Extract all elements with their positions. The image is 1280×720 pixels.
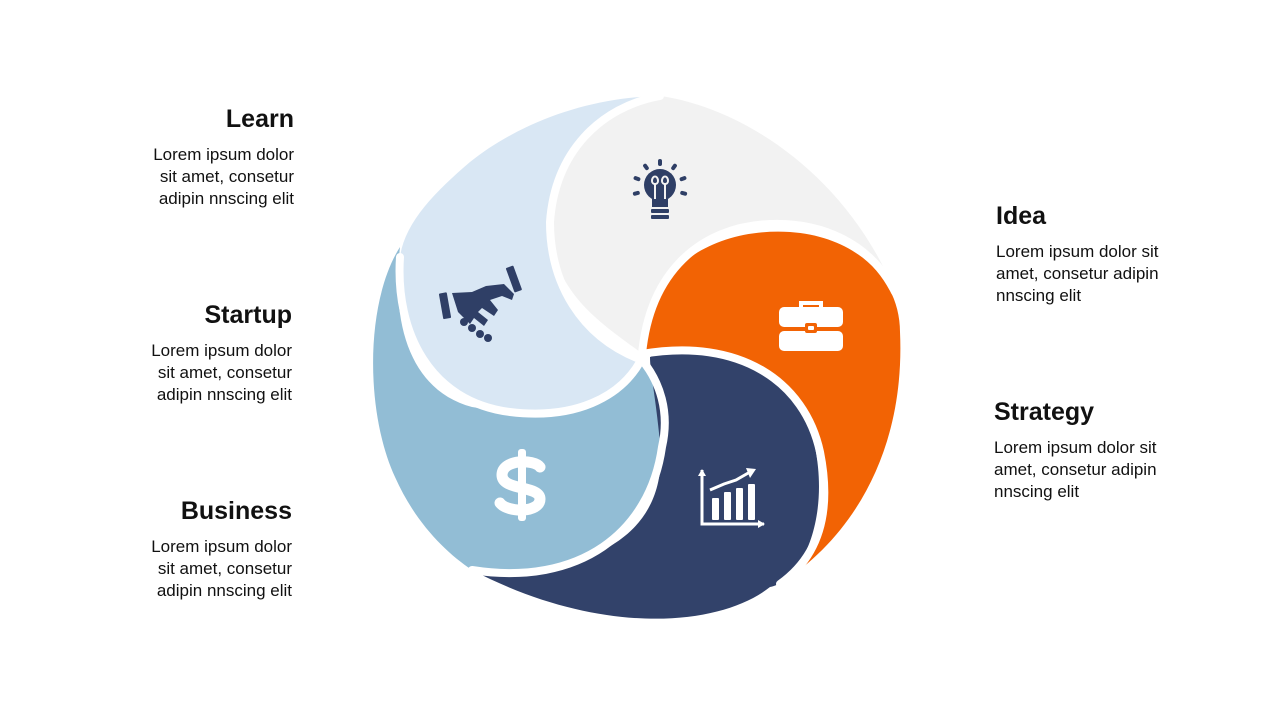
- lightbulb-icon: [632, 159, 688, 219]
- swirl-diagram: [373, 92, 901, 619]
- handshake-icon: [438, 265, 522, 342]
- learn-description-line: sit amet, consetur: [159, 167, 294, 186]
- bar-chart-icon: [698, 468, 765, 528]
- business-description-line: sit amet, consetur: [157, 559, 292, 578]
- startup-description-line: adipin nnscing elit: [156, 385, 292, 404]
- business-description: Lorem ipsum dolor sit amet, consetur adi…: [92, 536, 292, 602]
- idea-title: Idea: [996, 202, 1047, 230]
- learn-description-line: adipin nnscing elit: [158, 189, 294, 208]
- idea-description-line: Lorem ipsum dolor sit: [996, 242, 1159, 261]
- separator-learn-business: [395, 253, 644, 418]
- learn-description-line: Lorem ipsum dolor: [153, 145, 294, 164]
- separator-learn-idea: [545, 92, 664, 364]
- startup-description-line: Lorem ipsum dolor: [151, 341, 292, 360]
- startup-description-line: sit amet, consetur: [157, 363, 292, 382]
- startup-label-block: Startup Lorem ipsum dolor sit amet, cons…: [92, 300, 292, 406]
- separator-business-growth: [468, 356, 669, 578]
- briefcase-icon: [779, 301, 843, 351]
- strategy-description-line: nnscing elit: [994, 482, 1080, 501]
- segment-separators: [395, 92, 899, 588]
- learn-title: Learn: [225, 105, 294, 133]
- startup-description: Lorem ipsum dolor sit amet, consetur adi…: [92, 340, 292, 406]
- separator-idea-strategy: [638, 219, 899, 358]
- strategy-title: Strategy: [994, 398, 1095, 426]
- strategy-description-line: Lorem ipsum dolor sit: [994, 438, 1157, 457]
- strategy-description: Lorem ipsum dolor sit amet, consetur adi…: [994, 437, 1184, 503]
- business-label-block: Business Lorem ipsum dolor sit amet, con…: [92, 496, 292, 602]
- dollar-icon: [494, 449, 546, 521]
- segment-growth: [472, 349, 819, 619]
- startup-title: Startup: [204, 301, 293, 329]
- idea-label-block: Idea Lorem ipsum dolor sit amet, consetu…: [996, 201, 1186, 307]
- segment-business: [373, 247, 666, 575]
- strategy-description-line: amet, consetur adipin: [994, 460, 1157, 479]
- business-title: Business: [180, 497, 292, 525]
- idea-description: Lorem ipsum dolor sit amet, consetur adi…: [996, 241, 1186, 307]
- segment-idea: [548, 96, 895, 352]
- business-description-line: adipin nnscing elit: [156, 581, 292, 600]
- idea-description-line: amet, consetur adipin: [996, 264, 1159, 283]
- strategy-label-block: Strategy Lorem ipsum dolor sit amet, con…: [994, 397, 1184, 503]
- learn-label-block: Learn Lorem ipsum dolor sit amet, conset…: [94, 104, 294, 210]
- separator-strategy-growth: [638, 346, 829, 588]
- idea-description-line: nnscing elit: [996, 286, 1082, 305]
- business-description-line: Lorem ipsum dolor: [151, 537, 292, 556]
- learn-description: Lorem ipsum dolor sit amet, consetur adi…: [94, 144, 294, 210]
